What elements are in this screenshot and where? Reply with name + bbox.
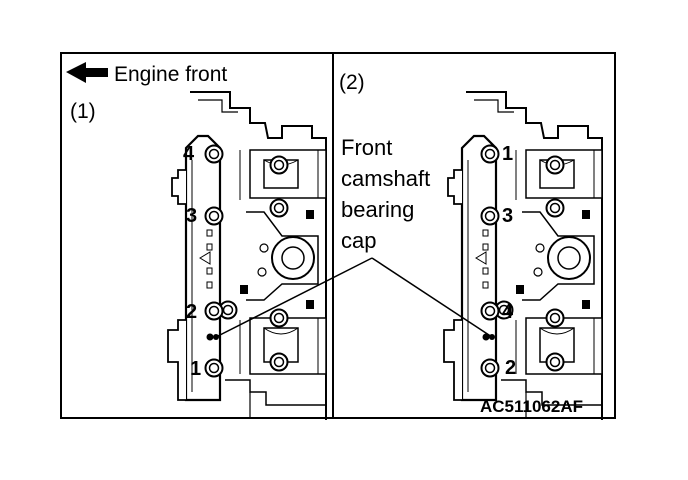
callout-line-2: camshaft (341, 166, 430, 191)
bolt-left-2 (204, 301, 224, 321)
callout-line-3: bearing (341, 197, 414, 222)
figure-frame (60, 52, 616, 419)
engine-front-label: Engine front (114, 63, 227, 86)
callout-line-4: cap (341, 228, 376, 253)
bolt-left-3 (204, 206, 224, 226)
bolt-number: 3 (186, 205, 197, 227)
cylinder-head-right (444, 92, 602, 420)
bolt-number: 2 (505, 357, 516, 379)
left-arrow-icon (66, 62, 108, 83)
bolt-number: 4 (502, 301, 514, 323)
callout-leaders (213, 257, 495, 340)
bolt-number: 2 (186, 301, 197, 323)
bolt-right-1 (480, 144, 500, 164)
bolt-number: 3 (502, 205, 513, 227)
bolt-left-4 (204, 144, 224, 164)
bolt-left-1 (204, 358, 224, 378)
bolt-number: 1 (502, 143, 513, 165)
callout-line-1: Front (341, 135, 392, 160)
bolt-right-3 (480, 206, 500, 226)
figure-code: AC511062AF (480, 397, 583, 416)
panel-1-label: (1) (70, 100, 96, 123)
bolt-right-4 (480, 301, 500, 321)
bolt-number: 1 (190, 358, 201, 380)
bolt-right-2 (480, 358, 500, 378)
bolt-number: 4 (183, 143, 195, 165)
panel-2-label: (2) (339, 71, 365, 94)
